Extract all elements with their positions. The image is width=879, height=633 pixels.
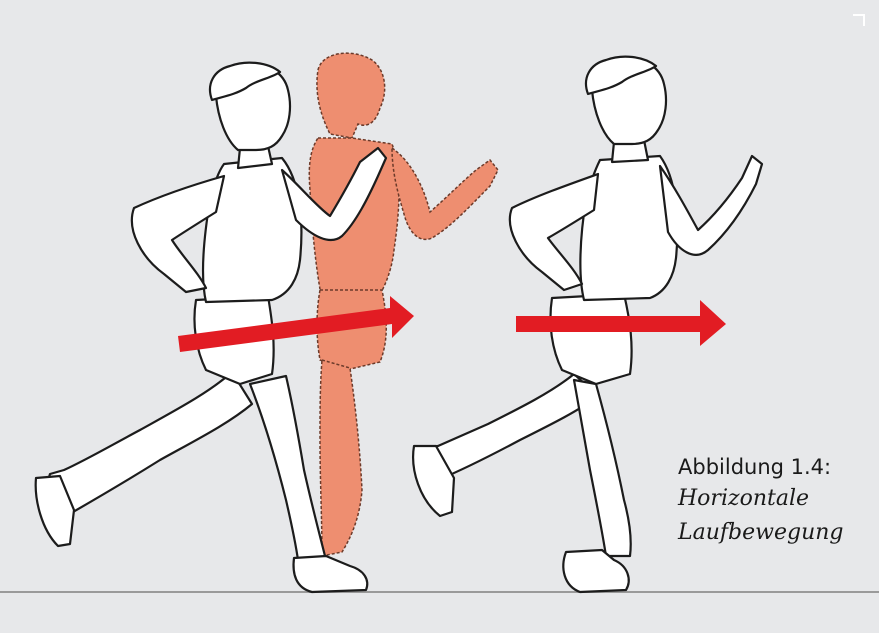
ghost-runner-figure: [309, 53, 498, 556]
figure-label: Abbildung 1.4:: [678, 452, 844, 482]
figure-title-line2: Laufbewegung: [678, 516, 844, 550]
figure-caption: Abbildung 1.4: Horizontale Laufbewegung: [678, 452, 844, 550]
figure-title-line1: Horizontale: [678, 482, 844, 516]
